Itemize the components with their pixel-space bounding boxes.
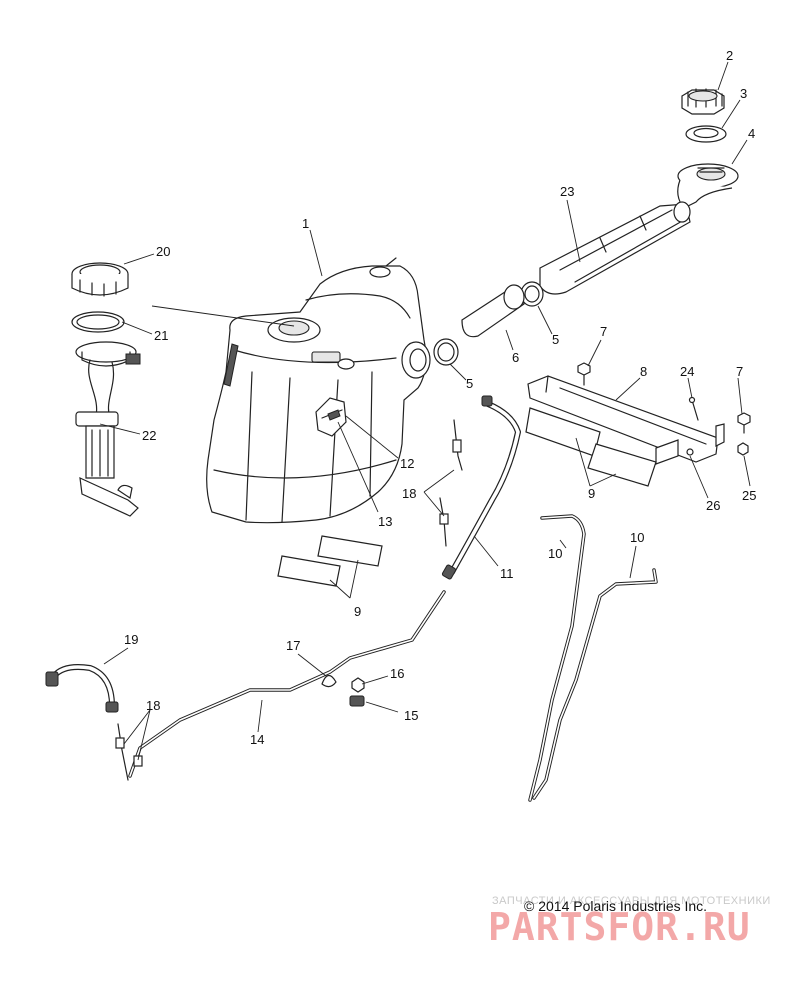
- part-nut: [737, 442, 749, 456]
- callout-23: 23: [560, 184, 574, 199]
- part-cap-seal: [685, 125, 727, 143]
- callout-5-lower: 5: [466, 376, 473, 391]
- callout-16: 16: [390, 666, 404, 681]
- callout-7-right: 7: [736, 364, 743, 379]
- callout-2: 2: [726, 48, 733, 63]
- watermark-caption: ЗАПЧАСТИ И АКСЕССУАРЫ ДЛЯ МОТОТЕХНИКИ: [492, 895, 771, 907]
- callout-13: 13: [378, 514, 392, 529]
- callout-15: 15: [404, 708, 418, 723]
- part-hose-clamp-lower: [433, 338, 459, 366]
- part-retainer-15: [349, 695, 365, 707]
- leader-lines: [99, 61, 751, 761]
- part-vent-line-10a: [528, 514, 586, 802]
- copyright-text: © 2014 Polaris Industries Inc.: [524, 898, 708, 914]
- part-tank-bracket: [527, 375, 725, 465]
- callout-10-right: 10: [630, 530, 644, 545]
- part-clips-lower: [115, 723, 143, 781]
- callout-14: 14: [250, 732, 264, 747]
- callout-9-right: 9: [588, 486, 595, 501]
- callout-12: 12: [400, 456, 414, 471]
- callout-numbers: 1 2 3 4 5 5 6 7 7 8 9 9 10 10 11 12 13 1…: [124, 48, 756, 747]
- part-tank-grommet: [315, 397, 347, 437]
- part-fuel-line-tank: [441, 395, 521, 580]
- part-fuel-line-rigid: [128, 590, 446, 778]
- watermark-brand-logo: PARTSFOR.RU: [488, 905, 751, 949]
- part-filler-neck: [677, 163, 739, 209]
- part-vent-line-10b: [532, 568, 658, 800]
- part-bracket-pad-lower: [587, 443, 657, 487]
- callout-4: 4: [748, 126, 755, 141]
- part-screw-right: [737, 412, 751, 434]
- part-fuel-tank: [206, 257, 431, 524]
- part-vent-line: [45, 664, 119, 713]
- callout-18-lower: 18: [146, 698, 160, 713]
- callout-5-upper: 5: [552, 332, 559, 347]
- callout-24: 24: [680, 364, 694, 379]
- callout-26: 26: [706, 498, 720, 513]
- callout-18-upper: 18: [402, 486, 416, 501]
- callout-10-left: 10: [548, 546, 562, 561]
- part-filler-hose: [461, 284, 525, 338]
- part-line-clamp: [321, 674, 337, 688]
- callout-3: 3: [740, 86, 747, 101]
- part-tank-pads: [277, 535, 383, 587]
- part-pump-lock-ring: [71, 262, 129, 297]
- callout-21: 21: [154, 328, 168, 343]
- part-fuel-pump-module: [75, 341, 141, 517]
- callout-6: 6: [512, 350, 519, 365]
- callout-20: 20: [156, 244, 170, 259]
- part-fastener-16: [351, 677, 365, 693]
- callout-7-left: 7: [600, 324, 607, 339]
- part-fuel-cap: [681, 88, 725, 115]
- callout-9-lower: 9: [354, 604, 361, 619]
- part-screw-left: [577, 362, 591, 386]
- callout-19: 19: [124, 632, 138, 647]
- callout-8: 8: [640, 364, 647, 379]
- part-filler-tube: [539, 201, 691, 295]
- part-pin: [688, 396, 699, 421]
- callout-1: 1: [302, 216, 309, 231]
- callout-17: 17: [286, 638, 300, 653]
- callout-25: 25: [742, 488, 756, 503]
- callout-11: 11: [500, 566, 514, 581]
- callout-22: 22: [142, 428, 156, 443]
- part-clips-upper: [439, 419, 463, 547]
- part-pump-seal: [71, 311, 125, 333]
